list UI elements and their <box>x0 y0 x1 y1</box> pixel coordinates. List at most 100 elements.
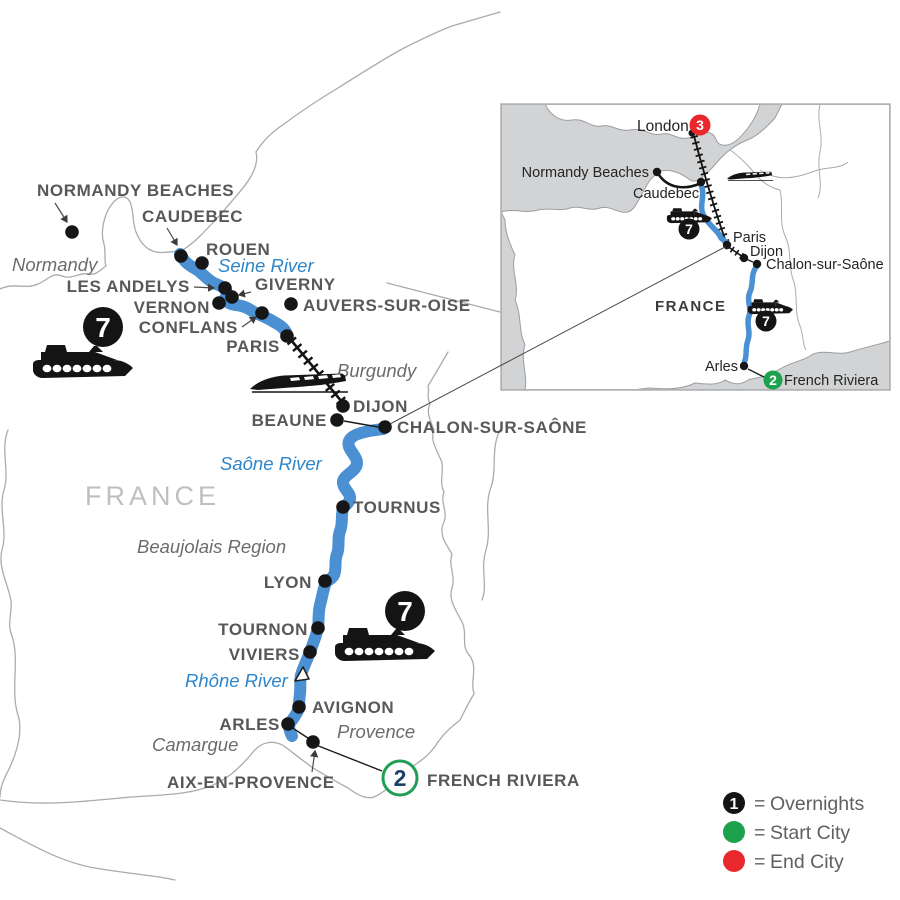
legend-equals-2: = <box>754 822 765 844</box>
label-conflans: CONFLANS <box>139 318 238 337</box>
inset-label-arles: Arles <box>705 359 738 375</box>
dot-lyon <box>318 574 332 588</box>
label-avignon: AVIGNON <box>312 698 394 717</box>
legend-start-city-label: Start City <box>770 822 850 844</box>
dot-tournus <box>336 500 350 514</box>
inset-london-nights-count: 3 <box>696 117 704 133</box>
river-ship-icon <box>335 628 435 661</box>
label-auvers-sur-oise: AUVERS-SUR-OISE <box>303 296 471 315</box>
france-outline <box>0 11 501 881</box>
inset-continent <box>502 105 889 389</box>
dot-tournon <box>311 621 325 635</box>
caudebec-leader <box>166 227 178 247</box>
inset-germany-coast <box>817 105 822 199</box>
dot-avignon <box>292 700 306 714</box>
dot-viviers <box>303 645 317 659</box>
dot-arles <box>281 717 295 731</box>
label-beaune: BEAUNE <box>252 411 327 430</box>
inset-label-london: London <box>637 118 689 135</box>
legend-equals-1: = <box>754 793 765 815</box>
label-normandy-beaches: NORMANDY BEACHES <box>37 181 234 200</box>
inset-label-france: FRANCE <box>655 298 727 315</box>
dot-caudebec <box>174 249 188 263</box>
label-paris: PARIS <box>226 337 280 356</box>
inset-saone-rhone-path <box>741 263 760 367</box>
rhone-nights-count: 7 <box>397 596 413 627</box>
channel-coastline <box>0 11 501 290</box>
inset-london-nights-badge <box>689 114 711 136</box>
dot-giverny <box>225 290 239 304</box>
overnights-symbol-number: 1 <box>730 796 739 813</box>
dot-conflans <box>255 306 269 320</box>
label-seine-river: Seine River <box>218 255 314 276</box>
inset-arles-riviera-line <box>747 368 765 378</box>
dot-chalon-sur-saone <box>378 420 392 434</box>
overnights-symbol-icon <box>723 792 745 814</box>
dot-rouen <box>195 256 209 270</box>
legend-end-city-label: End City <box>770 851 844 873</box>
label-tournus: TOURNUS <box>353 498 441 517</box>
french-riviera-nights-count: 2 <box>394 765 407 791</box>
inset-rhone-nights-badge <box>755 310 777 332</box>
inset-label-paris: Paris <box>733 230 766 246</box>
alps-border <box>427 351 475 695</box>
inset-transfer-arc <box>657 173 701 189</box>
inset-label-normandy-beaches: Normandy Beaches <box>522 165 649 181</box>
legend: 1 = Overnights = Start City = End City <box>723 792 865 873</box>
mediterranean-coastline <box>0 693 475 804</box>
inset-seine-nights-badge <box>678 218 700 240</box>
inset-dot-normandy-beaches <box>652 167 662 177</box>
inset-north-border <box>759 161 849 179</box>
junction-riviera-line <box>315 744 383 772</box>
inset-dot-caudebec <box>696 177 706 187</box>
river-direction-arrow <box>294 666 310 682</box>
label-rouen: ROUEN <box>206 240 270 259</box>
inset-riviera-nights-count: 2 <box>769 372 777 388</box>
dot-dijon <box>336 399 350 413</box>
inset-label-french-riviera: French Riviera <box>784 373 879 389</box>
inset-dot-arles <box>739 361 749 371</box>
label-vernon: VERNON <box>134 298 210 317</box>
region-labels: Normandy Burgundy Beaujolais Region Cama… <box>12 254 418 755</box>
label-french-riviera: FRENCH RIVIERA <box>427 771 580 790</box>
label-france-main: FRANCE <box>85 481 220 511</box>
label-lyon: LYON <box>264 573 312 592</box>
inset-london-paris-rail <box>693 135 728 246</box>
label-giverny: GIVERNY <box>255 275 336 294</box>
rhone-nights-badge <box>385 591 425 631</box>
dot-vernon <box>212 296 226 310</box>
label-rhone-river: Rhône River <box>185 670 289 691</box>
inset-leader-line <box>389 246 726 425</box>
normandy-beaches-leader <box>54 202 68 224</box>
city-labels: NORMANDY BEACHES CAUDEBEC ROUEN LES ANDE… <box>37 181 586 792</box>
label-caudebec: CAUDEBEC <box>142 207 243 226</box>
inset-dot-dijon <box>739 253 749 263</box>
label-saone-river: Saône River <box>220 453 323 474</box>
legend-equals-3: = <box>754 851 765 873</box>
start-city-icon <box>723 821 745 843</box>
label-leaders <box>54 202 319 773</box>
rhone-ship-group: 7 <box>335 591 435 661</box>
city-dots <box>65 225 392 749</box>
swiss-border <box>481 429 501 601</box>
dot-riviera-junction <box>306 735 320 749</box>
river-ship-icon <box>33 345 133 378</box>
dot-beaune <box>330 413 344 427</box>
inset-label-caudebec: Caudebec <box>633 186 699 202</box>
label-arles: ARLES <box>219 715 280 734</box>
legend-overnights-label: Overnights <box>770 793 865 815</box>
inset-england <box>544 105 761 146</box>
label-burgundy-region: Burgundy <box>337 360 418 381</box>
inset-label-dijon: Dijon <box>750 244 783 260</box>
french-riviera-badge-group: 2 <box>381 759 419 797</box>
conflans-leader <box>241 316 257 328</box>
beaune-chalon-line <box>343 420 379 428</box>
label-dijon: DIJON <box>353 397 408 416</box>
northeast-border <box>386 282 501 313</box>
inset-seine-nights-count: 7 <box>685 221 693 237</box>
label-tournon: TOURNON <box>218 620 308 639</box>
brittany-coastline <box>0 429 21 798</box>
les-andelys-leader <box>193 283 216 292</box>
